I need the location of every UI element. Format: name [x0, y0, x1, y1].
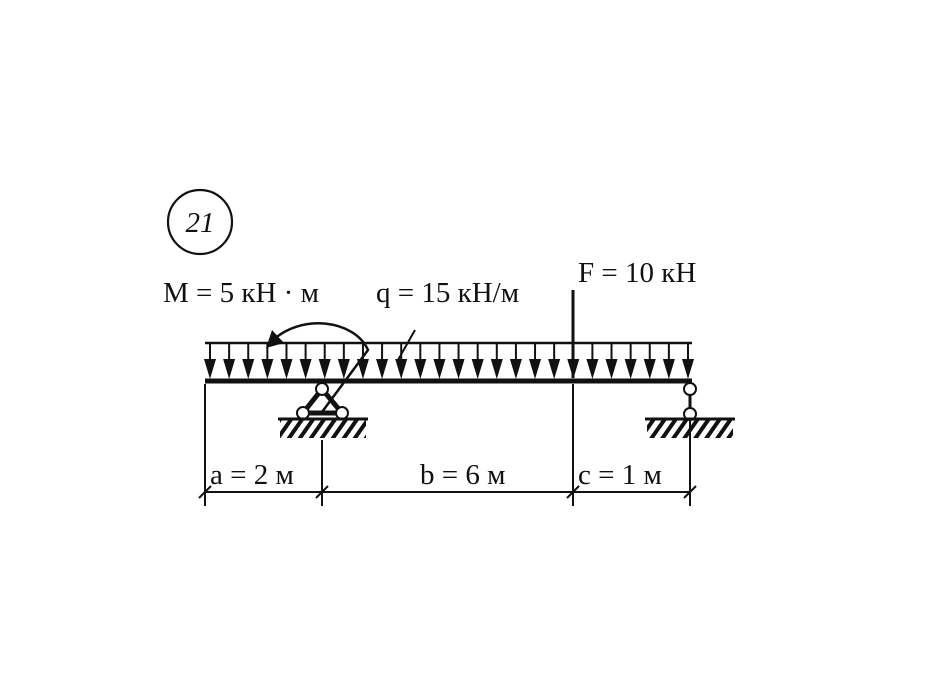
distributed-load: [204, 341, 694, 379]
load-arrow: [261, 343, 274, 379]
load-arrow: [204, 343, 216, 379]
dimension-lines: [198, 384, 697, 506]
force-label: F = 10 кН: [578, 257, 696, 289]
load-arrow: [490, 343, 503, 379]
load-arrow: [471, 343, 484, 379]
distributed-load-label: q = 15 кН/м: [376, 277, 519, 309]
q-leader-line: [397, 329, 416, 361]
load-arrow: [223, 343, 236, 379]
load-arrow: [509, 343, 522, 379]
load-arrow: [299, 343, 312, 379]
load-arrow: [452, 343, 465, 379]
span-b-label: b = 6 м: [420, 459, 505, 491]
load-arrow: [529, 343, 542, 379]
moment-label: M = 5 кН · м: [163, 277, 319, 309]
load-arrow: [376, 343, 389, 379]
load-arrow: [242, 343, 255, 379]
load-arrow: [356, 343, 369, 379]
load-arrow: [586, 343, 599, 379]
load-arrow: [662, 343, 675, 379]
left-pinned-support: [278, 382, 368, 438]
load-arrow: [433, 343, 446, 379]
load-arrow: [624, 343, 637, 379]
load-arrow: [643, 343, 656, 379]
load-arrow: [548, 343, 561, 379]
load-arrow: [337, 343, 350, 379]
load-arrow: [318, 343, 331, 379]
span-a-label: a = 2 м: [210, 459, 294, 491]
load-arrow: [605, 343, 618, 379]
load-arrow: [682, 343, 694, 379]
moment-arrow: [266, 322, 370, 413]
problem-number: 21: [166, 188, 234, 256]
span-c-label: c = 1 м: [578, 459, 662, 491]
problem-number-text: 21: [186, 207, 215, 239]
load-arrow: [280, 343, 293, 379]
load-arrow: [414, 343, 427, 379]
